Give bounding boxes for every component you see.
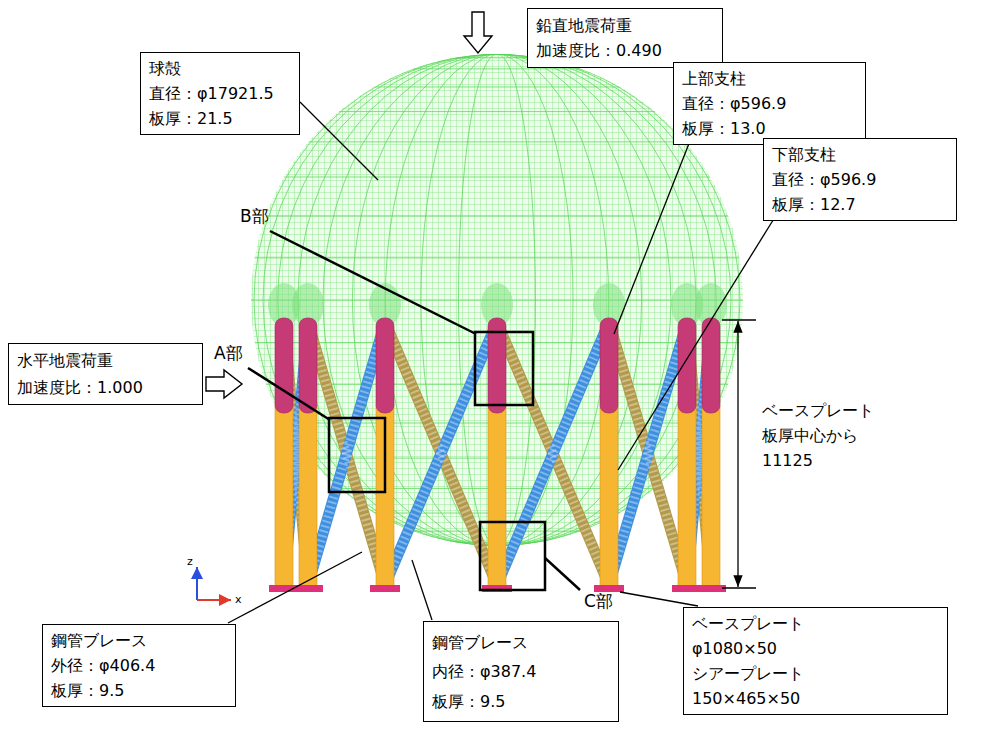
leader-line <box>300 102 378 180</box>
brace-mesh <box>609 322 687 585</box>
sphere-parallel <box>251 111 743 112</box>
callout-text: 板厚：21.5 <box>149 106 291 131</box>
column-group <box>268 283 727 592</box>
callout-text: 板厚：12.7 <box>772 192 948 217</box>
pipe-brace <box>609 322 687 585</box>
upper-column <box>376 318 394 413</box>
leader-line <box>412 560 432 620</box>
callout-text: 内径：φ387.4 <box>432 659 610 684</box>
pipe-brace <box>308 322 385 585</box>
callout-text: 直径：φ596.9 <box>682 91 857 116</box>
callout-box: 水平地震荷重加速度比：1.000 <box>8 343 203 405</box>
lower-column <box>600 405 618 586</box>
callout-text: 板厚：9.5 <box>51 678 227 703</box>
upper-column <box>702 318 720 413</box>
callout-text: 加速度比：1.000 <box>17 375 194 400</box>
callout-box: 上部支柱直径：φ596.9板厚：13.0 <box>673 62 866 145</box>
base-plate <box>370 585 400 592</box>
leader-line <box>248 368 330 420</box>
brace-mesh <box>308 322 385 585</box>
leader-line <box>614 141 690 334</box>
x-axis <box>197 599 231 601</box>
leader-line <box>228 552 362 623</box>
pipe-brace <box>609 322 687 585</box>
detail-frame-b <box>475 332 533 405</box>
callout-text: 上部支柱 <box>682 66 857 91</box>
leader-line <box>618 217 775 470</box>
callout-text: 水平地震荷重 <box>17 348 194 373</box>
axis-triad <box>197 567 231 600</box>
callout-text: 鉛直地震荷重 <box>536 13 714 38</box>
callout-box: 鉛直地震荷重加速度比：0.490 <box>527 8 723 68</box>
z-axis <box>196 567 198 600</box>
detail-frame-a <box>329 418 385 492</box>
height-dimension <box>722 320 756 588</box>
lower-column <box>488 405 506 586</box>
pipe-brace <box>497 322 609 585</box>
lower-column <box>299 405 317 586</box>
base-plate <box>696 585 726 592</box>
callout-text: φ1080×50 <box>692 636 939 661</box>
upper-column <box>299 318 317 413</box>
callout-text: 鋼管ブレース <box>432 630 610 655</box>
callout-box: 鋼管ブレース内径：φ387.4 板厚：9.5 <box>423 621 619 722</box>
pipe-brace <box>497 322 609 585</box>
callout-box: 鋼管ブレース外径：φ406.4板厚：9.5 <box>42 624 236 707</box>
brace-mesh <box>308 322 385 585</box>
callout-text: 鋼管ブレース <box>51 628 227 653</box>
sphere-parallel <box>251 141 743 142</box>
sphere-parallel <box>251 215 743 216</box>
detail-label: C部 <box>584 590 613 612</box>
callout-box: 球殻直径：φ17921.5板厚：21.5 <box>140 52 300 135</box>
dimension-tick <box>722 319 756 320</box>
callout-text: 150×465×50 <box>692 686 939 711</box>
callout-text: 直径：φ17921.5 <box>149 81 291 106</box>
dimension-label: ベースプレート 板厚中心から 11125 <box>762 398 874 473</box>
leader-lines <box>228 102 775 623</box>
pipe-brace <box>308 322 385 585</box>
sphere-parallel <box>251 68 743 69</box>
leader-line <box>270 231 476 334</box>
axis-label: z <box>187 556 193 568</box>
vertical-load-arrow <box>464 12 492 53</box>
leader-line <box>620 592 698 606</box>
detail-frame-c <box>480 522 545 590</box>
callout-text: 板厚：9.5 <box>432 689 610 714</box>
detail-label: B部 <box>240 205 269 227</box>
callout-box: 下部支柱直径：φ596.9板厚：12.7 <box>763 138 957 221</box>
callout-text: 加速度比：0.490 <box>536 38 714 63</box>
lower-column <box>275 405 293 586</box>
dimension-line <box>737 321 738 587</box>
horizontal-load-arrow <box>206 370 242 398</box>
detail-frames <box>329 332 545 590</box>
leader-line <box>545 558 580 590</box>
upper-column <box>678 318 696 413</box>
callout-text: 球殻 <box>149 56 291 81</box>
upper-column <box>275 318 293 413</box>
lower-column <box>702 405 720 586</box>
detail-label: A部 <box>214 342 243 364</box>
callout-text: ベースプレート <box>692 611 939 636</box>
axis-label: x <box>235 594 242 606</box>
callout-text: 外径：φ406.4 <box>51 653 227 678</box>
dimension-tick <box>722 587 756 588</box>
base-plate <box>594 585 624 592</box>
brace-mesh <box>497 322 609 585</box>
lower-column <box>678 405 696 586</box>
callout-text: シアープレート <box>692 661 939 686</box>
sphere-parallel <box>251 86 743 87</box>
brace-mesh <box>497 322 609 585</box>
brace-mesh <box>609 322 687 585</box>
callout-text: 下部支柱 <box>772 142 948 167</box>
sphere-parallel <box>251 177 743 178</box>
callout-text: 直径：φ596.9 <box>772 167 948 192</box>
callout-box: ベースプレートφ1080×50シアープレート150×465×50 <box>683 607 948 715</box>
